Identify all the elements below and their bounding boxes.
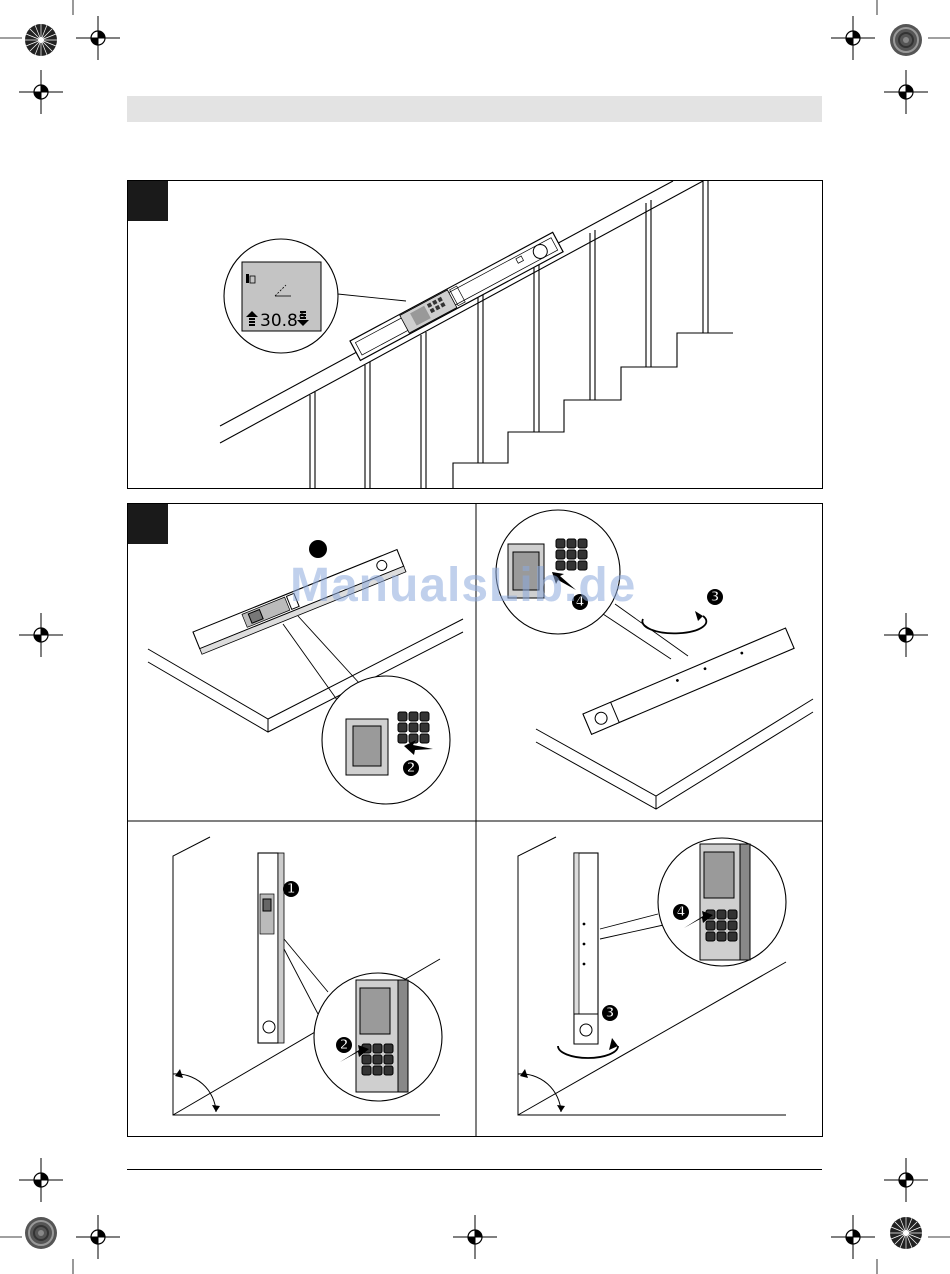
registration-mark-icon [884, 1158, 928, 1202]
angle-reading: 30.8° [260, 311, 306, 331]
registration-mark-icon [831, 16, 875, 60]
digital-angle-level [350, 232, 563, 360]
baluster [646, 200, 651, 367]
step-3-label: 3 [710, 590, 719, 605]
registration-mark-icon [831, 1215, 875, 1259]
registration-mark-icon [76, 16, 120, 60]
color-calibration-wheel-icon [890, 1217, 922, 1249]
color-calibration-wheel-icon [25, 24, 57, 56]
baluster [703, 181, 708, 333]
registration-mark-icon [884, 613, 928, 657]
figure-1-panel: 30.8° [127, 180, 823, 489]
registration-mark-icon [76, 1215, 120, 1259]
baluster [421, 332, 426, 489]
baluster [310, 392, 315, 489]
step-1-label: 1 [286, 882, 295, 897]
color-calibration-wheel-icon [25, 1217, 57, 1249]
registration-mark-icon [453, 1215, 497, 1259]
step-3-label: 3 [605, 1006, 614, 1021]
staircase-illustration [128, 181, 823, 489]
step-1-2-wall-scene: 1 2 [173, 837, 442, 1115]
baluster [478, 290, 483, 463]
keypad-magnifier: 4 [658, 838, 786, 966]
step-3-4-table-scene: 3 4 [496, 510, 813, 809]
registration-mark-icon [19, 613, 63, 657]
color-calibration-wheel-icon [890, 24, 922, 56]
header-bar [127, 96, 822, 122]
step-2-label: 2 [406, 761, 415, 776]
footer-rule [127, 1169, 822, 1170]
baluster [534, 260, 539, 432]
keypad-magnifier: 2 [314, 973, 442, 1101]
registration-mark-icon [884, 70, 928, 114]
level-upright [258, 853, 284, 1043]
level-upright-rotated [574, 853, 598, 1044]
registration-mark-icon [19, 1158, 63, 1202]
registration-mark-icon [19, 70, 63, 114]
rotate-arrow-icon [558, 1046, 618, 1058]
step-2-label: 2 [339, 1038, 348, 1053]
display-magnifier [224, 239, 338, 353]
step-4-label: 4 [676, 905, 685, 920]
step-1-marker [309, 540, 327, 558]
stair-steps [453, 333, 733, 489]
watermark: ManualsLib.de [290, 558, 636, 613]
baluster [365, 362, 370, 489]
keypad-magnifier: 2 [322, 676, 450, 804]
baluster [590, 230, 595, 400]
step-3-4-wall-scene: 3 4 [518, 837, 786, 1115]
level-rotated [583, 628, 794, 734]
